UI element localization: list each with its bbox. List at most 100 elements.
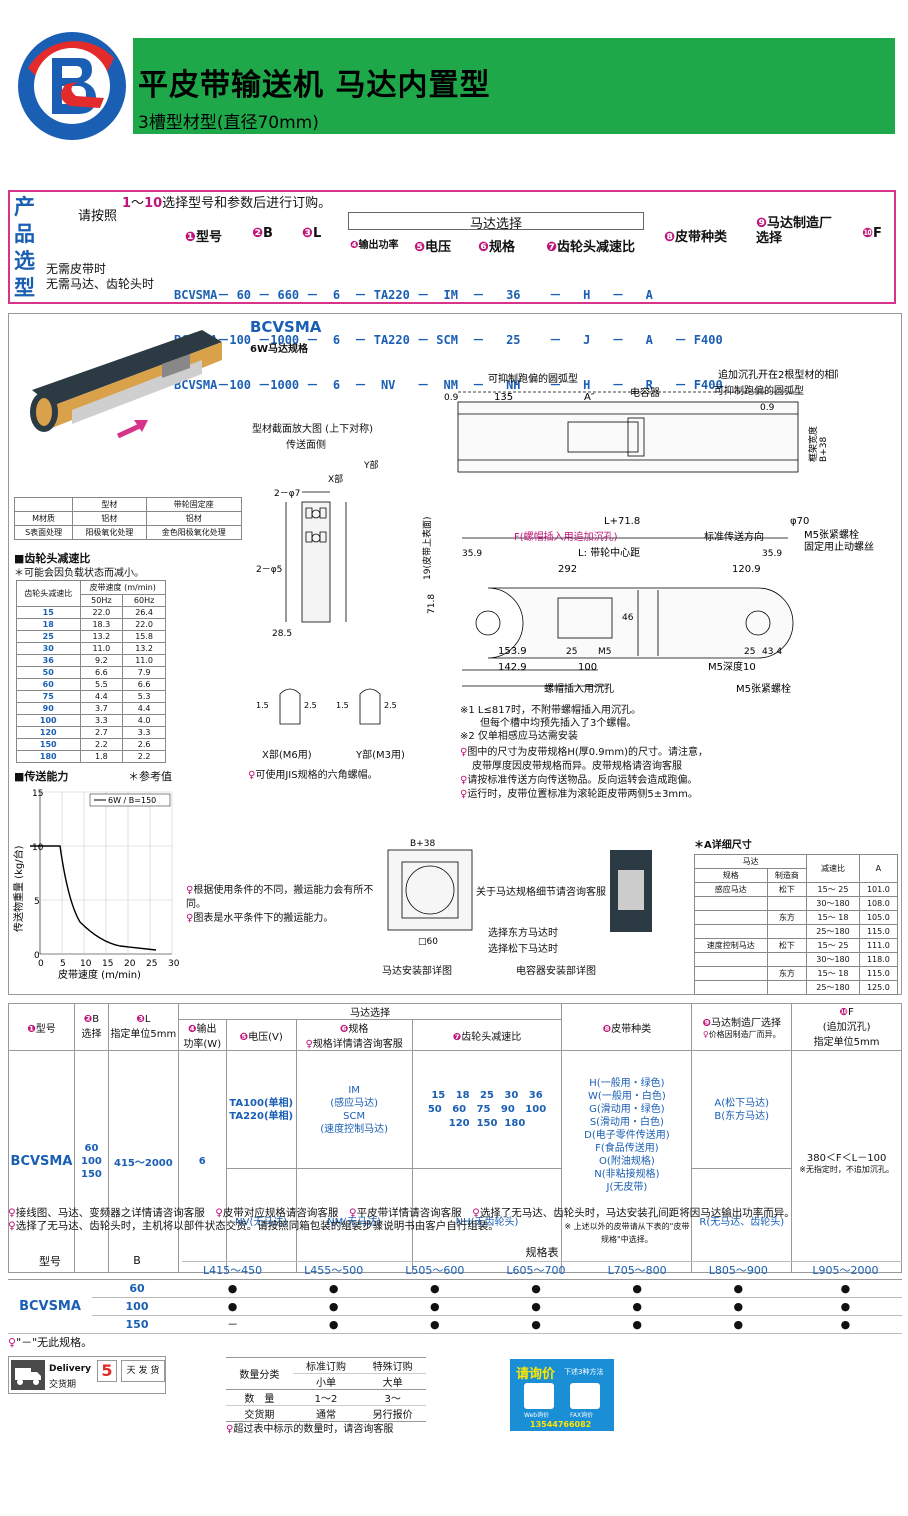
svg-text:皮带速度 (m/min): 皮带速度 (m/min) [58, 968, 141, 981]
svg-text:1.5: 1.5 [336, 701, 349, 710]
svg-text:Y部: Y部 [363, 459, 379, 471]
field-voltage: ❺电压 [414, 240, 452, 255]
svg-text:框架宽度: 框架宽度 [807, 426, 819, 462]
svg-text:15: 15 [102, 959, 113, 969]
field-gear: ❼齿轮头减速比 [546, 240, 636, 255]
svg-text:135: 135 [494, 392, 513, 403]
svg-text:φ70: φ70 [790, 516, 809, 527]
svg-text:28.5: 28.5 [272, 629, 292, 639]
svg-text:A″: A″ [584, 392, 595, 403]
size-range-header: L705～800 [586, 1261, 688, 1280]
field-f: ❿F [862, 226, 882, 241]
svg-text:可抑制跑偏的圆弧型: 可抑制跑偏的圆弧型 [714, 384, 804, 397]
capacity-title: ■传送能力 [14, 770, 69, 783]
gear-note: ＊可能会因负载状态而减小。 [14, 568, 144, 579]
svg-text:20: 20 [124, 959, 136, 969]
order-instruction-range: 1～10选择型号和参数后进行订购。 [122, 196, 332, 211]
web-inquiry-icon[interactable] [524, 1383, 554, 1409]
page-title: 平皮带输送机 马达内置型 [138, 68, 491, 103]
company-logo [18, 32, 126, 140]
capacitor-detail-label: 电容器安装部详图 [516, 966, 596, 977]
size-row: 100●●●●●●● [8, 1297, 902, 1316]
field-maker: ❾马达制造厂选择 [756, 216, 833, 246]
field-type: ❶型号 [185, 230, 223, 245]
svg-text:142.9: 142.9 [498, 662, 527, 673]
svg-text:1.5: 1.5 [256, 701, 269, 710]
svg-text:B+38: B+38 [819, 437, 829, 462]
svg-text:71.8: 71.8 [427, 594, 437, 614]
capacitor-drawing [610, 850, 652, 932]
svg-text:追加沉孔开在2根型材的相同位置处。: 追加沉孔开在2根型材的相同位置处。 [718, 368, 838, 381]
order-side-label: 产 品 选 型 [14, 195, 35, 300]
page-subtitle: 3槽型材型(直径70mm) [138, 113, 319, 133]
fax-inquiry-icon[interactable] [570, 1383, 600, 1409]
svg-text:M5深度10: M5深度10 [708, 660, 756, 673]
field-l: ❸L [302, 226, 322, 241]
svg-text:35.9: 35.9 [762, 549, 782, 559]
svg-text:M5: M5 [598, 647, 612, 657]
gear-title: ■齿轮头减速比 [14, 552, 91, 565]
svg-text:100: 100 [578, 662, 597, 673]
svg-text:电容器: 电容器 [630, 386, 660, 399]
order-instruction: 请按照 [78, 209, 118, 224]
svg-text:M5张紧螺栓: M5张紧螺栓 [804, 528, 859, 541]
svg-text:30: 30 [168, 959, 180, 969]
svg-text:B+38: B+38 [410, 839, 435, 849]
svg-text:2.5: 2.5 [304, 701, 317, 710]
diagram-frame [8, 313, 902, 995]
svg-text:0.9: 0.9 [760, 403, 775, 413]
svg-text:5: 5 [60, 959, 66, 969]
y-detail-label: Y部(M3用) [356, 750, 405, 761]
svg-text:可抑制跑偏的圆弧型: 可抑制跑偏的圆弧型 [488, 372, 578, 385]
svg-text:10: 10 [32, 843, 44, 853]
conveyor-product-image [30, 330, 222, 439]
svg-text:19(皮带上表面): 19(皮带上表面) [421, 517, 433, 580]
size-range-header: L455～500 [283, 1261, 385, 1280]
svg-text:43.4: 43.4 [762, 647, 782, 657]
size-note: ♀"－"无此规格。 [8, 1336, 93, 1349]
size-row: 150－●●●●●● [8, 1315, 902, 1334]
xy-detail-drawing: 1.5 2.5 1.5 2.5 [256, 688, 397, 725]
svg-text:传送物重量 (kg/台): 传送物重量 (kg/台) [12, 845, 25, 932]
svg-text:固定用止动螺丝: 固定用止动螺丝 [804, 540, 874, 553]
svg-text:25: 25 [566, 647, 577, 657]
svg-text:2.5: 2.5 [384, 701, 397, 710]
motor-detail-label: 马达安装部详图 [382, 966, 452, 977]
diagram-model: BCVSMA [250, 318, 322, 336]
field-belt: ❽皮带种类 [664, 230, 728, 245]
motor-mount-drawing: B+38 □60 [387, 839, 473, 947]
select-east: 选择东方马达时 [488, 928, 558, 939]
svg-text:153.9: 153.9 [498, 646, 527, 657]
svg-text:M5张紧螺栓: M5张紧螺栓 [736, 682, 791, 695]
svg-text:120.9: 120.9 [732, 564, 761, 575]
field-spec: ❻规格 [478, 240, 516, 255]
diagram-motor-spec: 6W马达规格 [250, 344, 308, 355]
order-box [8, 190, 896, 304]
svg-text:L: 带轮中心距: L: 带轮中心距 [578, 546, 640, 559]
svg-text:15: 15 [32, 789, 43, 799]
svg-text:6W / B=150: 6W / B=150 [108, 796, 156, 805]
x-detail-label: X部(M6用) [262, 750, 312, 761]
svg-text:0: 0 [34, 951, 40, 961]
section-title: 型材截面放大图 (上下对称) [252, 424, 373, 435]
svg-text:F(螺帽插入用追加沉孔): F(螺帽插入用追加沉孔) [514, 530, 618, 543]
a-detail-title: ＊A详细尺寸 [694, 840, 752, 851]
